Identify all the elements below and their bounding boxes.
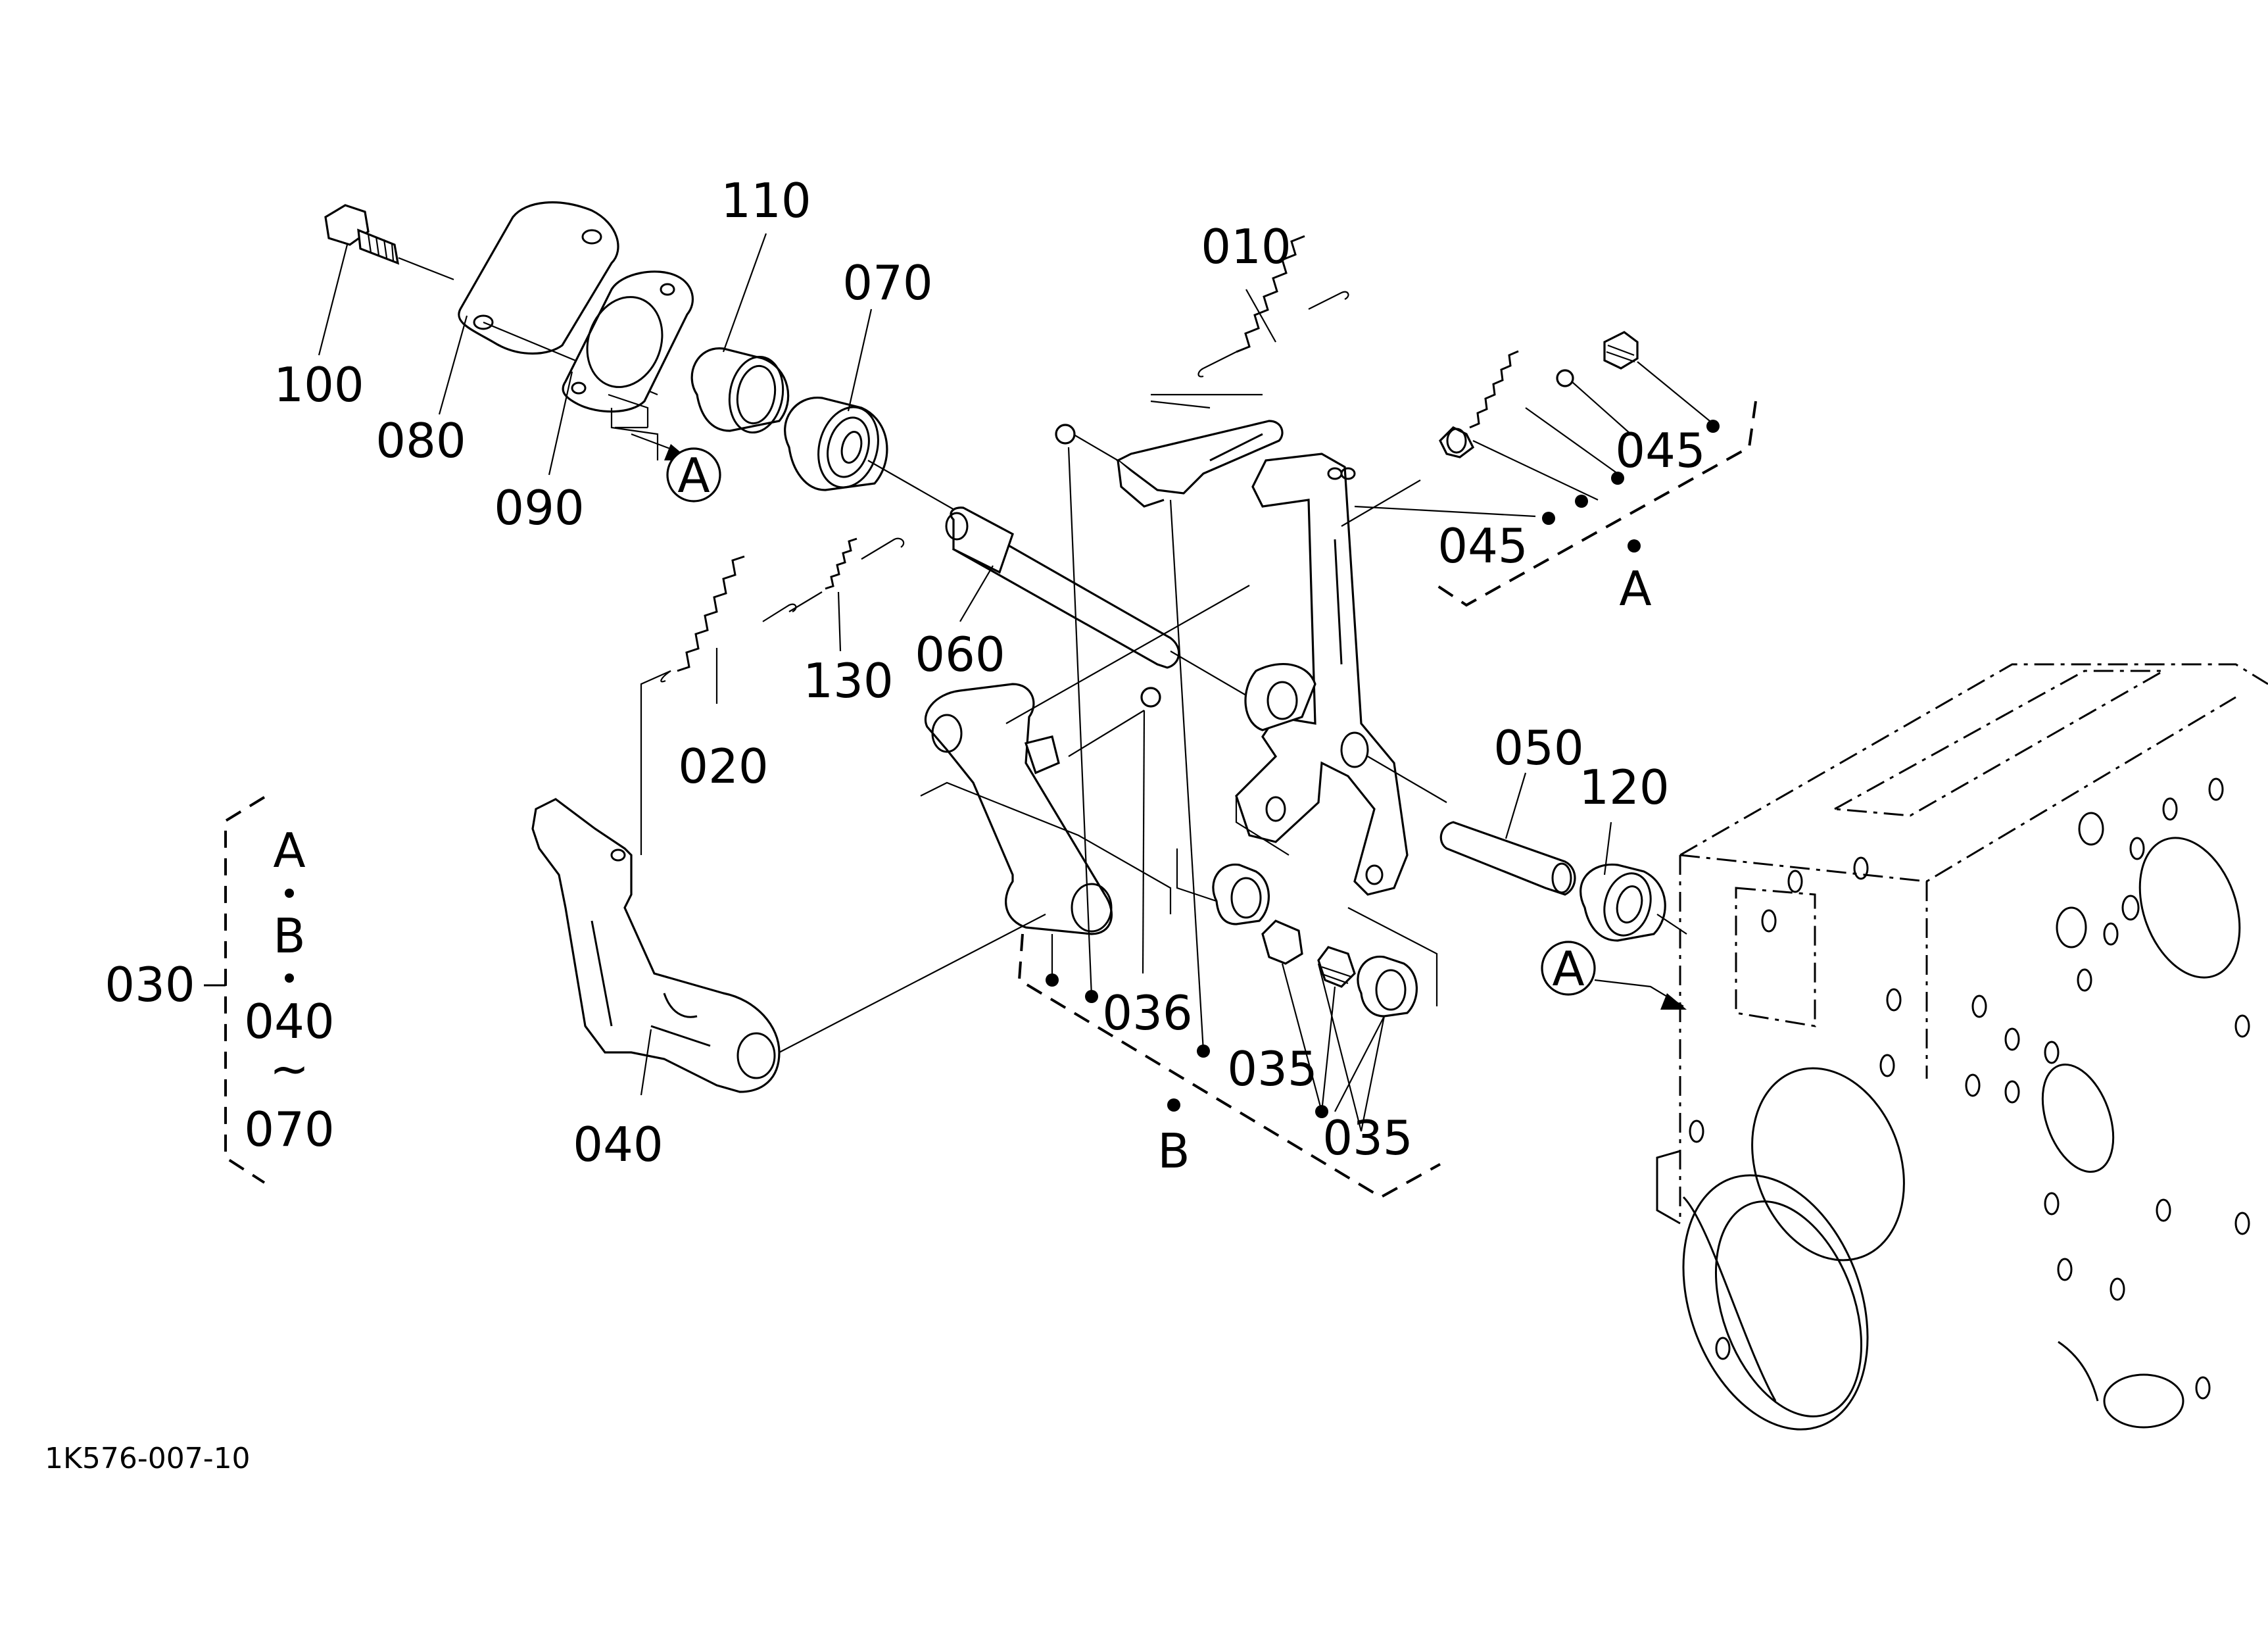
part-040-arm (531, 798, 1046, 1093)
reference-mark-a-lower: A (1541, 941, 1687, 1010)
part-050-pin (1367, 756, 1576, 896)
part-ball (1140, 687, 1161, 708)
part-110-ring (690, 347, 790, 434)
assembly-030-note: A B 040 ~ 070 (204, 796, 335, 1184)
reference-mark-a-upper: A (610, 408, 721, 503)
part-100-bolt (324, 204, 454, 281)
callout-110: 110 (721, 173, 811, 228)
callout-050: 050 (1493, 720, 1583, 775)
callout-045-right: 045 (1615, 423, 1705, 478)
callout-030: 030 (105, 957, 195, 1012)
part-035-collar-set (920, 781, 1438, 1018)
callout-010: 010 (1201, 219, 1291, 274)
reference-mark-a-upper-text: A (677, 448, 710, 503)
leader-lines (318, 233, 1612, 1132)
callout-020: 020 (678, 739, 768, 794)
part-lever-plate (1235, 453, 1409, 896)
callout-100: 100 (274, 357, 364, 412)
callout-040: 040 (573, 1117, 663, 1172)
part-010-spring (1150, 235, 1349, 409)
assembly-note-line5: 070 (244, 1102, 334, 1157)
callout-labels: 010 020 030 035 035 036 040 045 045 050 … (105, 173, 1705, 1172)
group-b-label: B (1157, 1123, 1190, 1179)
callout-035-upper: 035 (1227, 1041, 1317, 1096)
callout-070: 070 (842, 255, 932, 310)
assembly-note-line2: B (273, 908, 305, 964)
reference-mark-a-lower-text: A (1552, 941, 1584, 996)
part-045-adjuster-set (1341, 331, 1710, 527)
callout-120: 120 (1579, 760, 1669, 815)
part-090-gasket (562, 270, 694, 429)
part-130-spring (788, 537, 905, 612)
callout-080: 080 (375, 413, 466, 468)
group-a-label: A (1619, 561, 1651, 616)
assembly-note-line3: 040 (244, 994, 334, 1049)
callout-035-lower: 035 (1322, 1110, 1412, 1166)
callout-090: 090 (494, 480, 584, 535)
callout-130: 130 (803, 653, 893, 708)
part-bracket-stop (1055, 420, 1284, 508)
part-070-bearing (784, 397, 961, 514)
assembly-note-line4: ~ (270, 1041, 309, 1096)
assembly-note-line1: A (273, 823, 305, 878)
callout-060: 060 (915, 627, 1005, 682)
drawing-number: 1K576-007-10 (45, 1442, 251, 1475)
callout-045-left: 045 (1437, 518, 1528, 574)
part-120-bearing (1580, 863, 1687, 942)
part-060-shaft (945, 506, 1250, 698)
part-020-spring (640, 555, 797, 855)
group-b-bracket: B (1017, 447, 1441, 1199)
engine-block-outline (1656, 663, 2268, 1431)
group-a-bracket: A (1436, 401, 1757, 616)
callout-036: 036 (1102, 985, 1192, 1041)
part-036-arm (924, 585, 1250, 935)
